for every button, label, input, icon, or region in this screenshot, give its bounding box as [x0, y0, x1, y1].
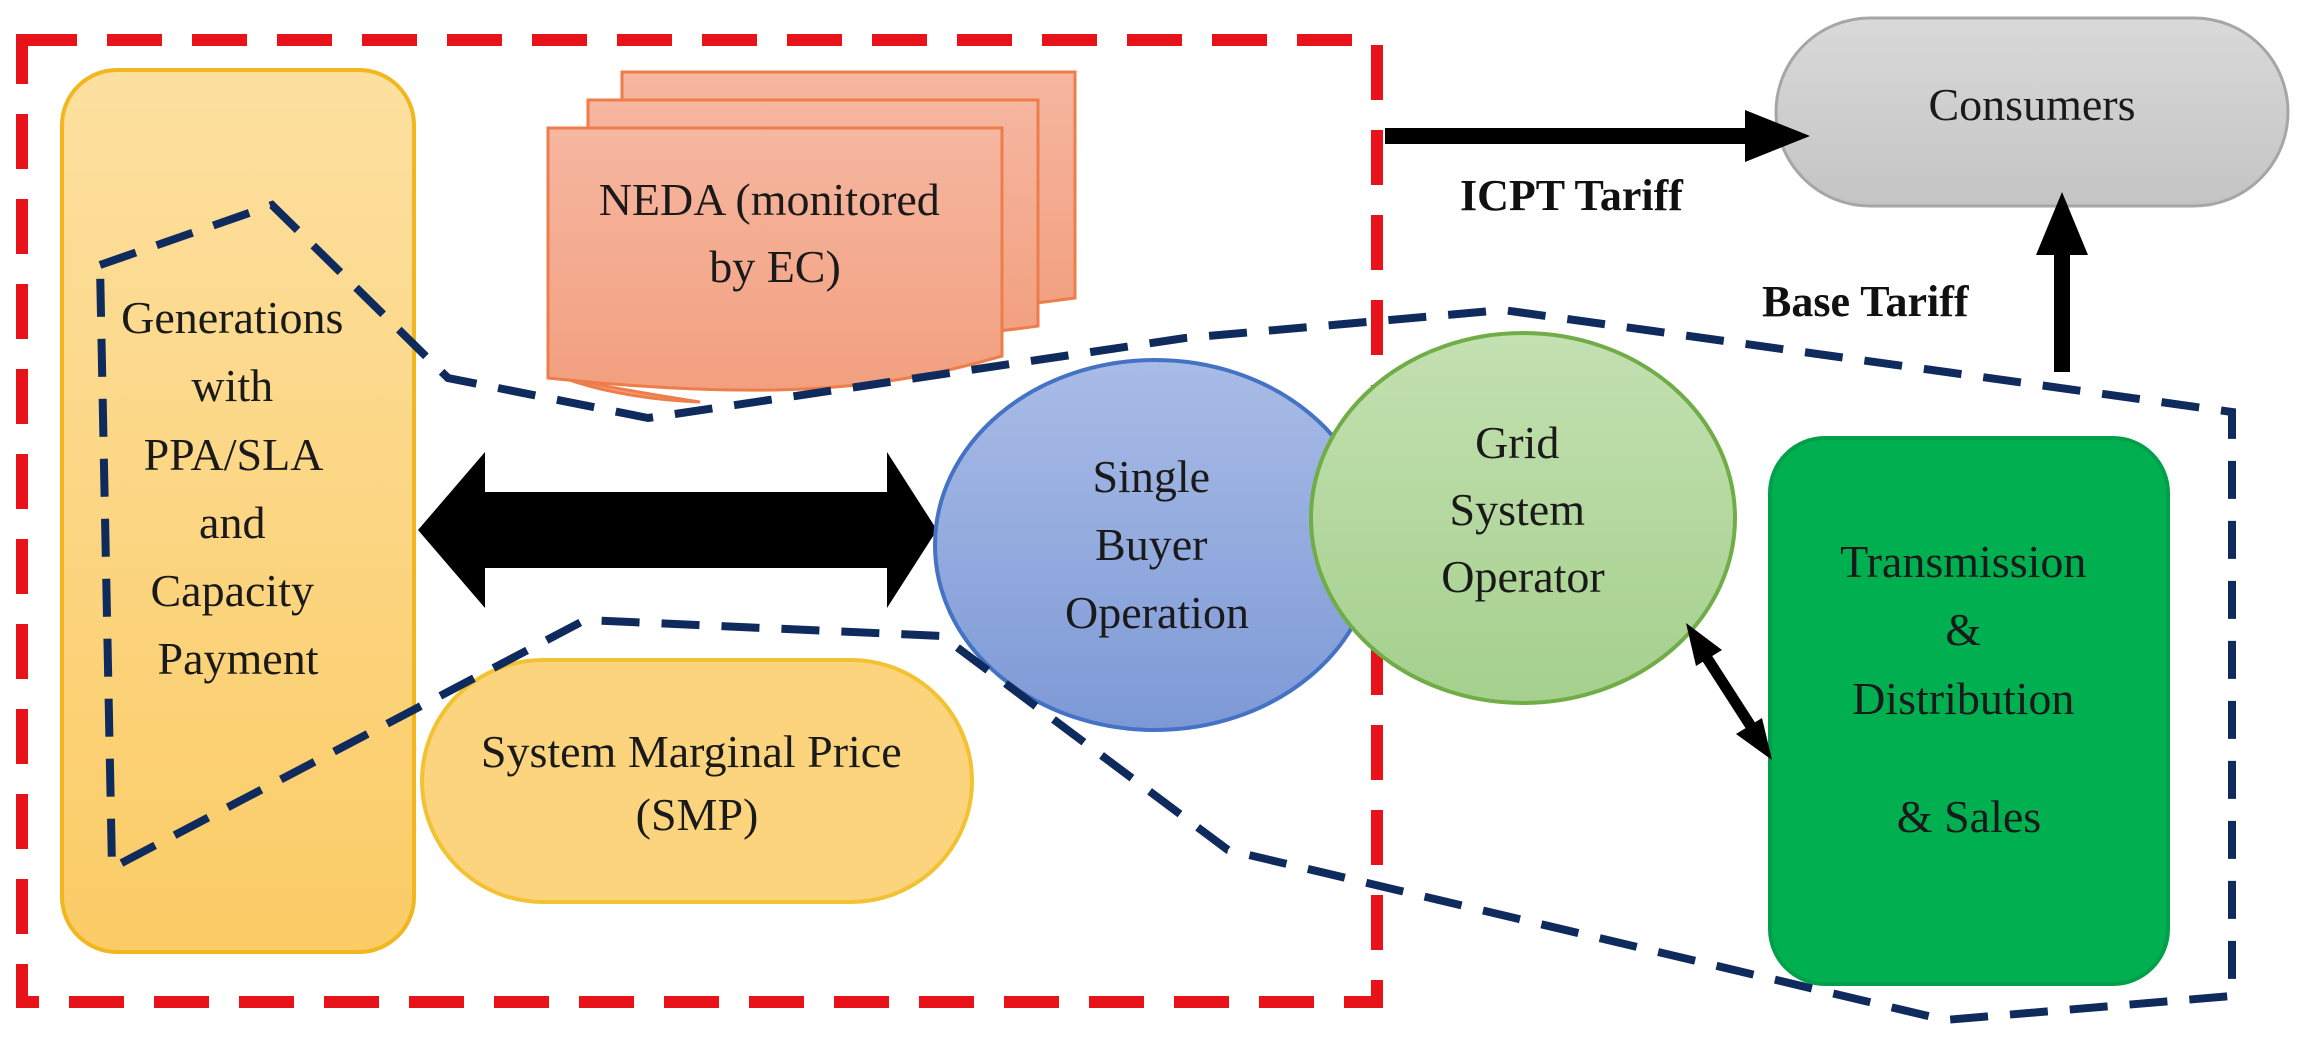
neda-line: by EC): [709, 241, 841, 292]
single-buyer-line: Single: [1092, 451, 1210, 502]
base-arrow-head: [2036, 192, 2088, 255]
generation-line: and: [199, 497, 265, 548]
generation-line: PPA/SLA: [144, 429, 324, 480]
smp-line: System Marginal Price: [481, 726, 902, 777]
icpt-arrow-head: [1745, 110, 1810, 162]
single-buyer-line: Buyer: [1095, 519, 1207, 570]
tnd-line: Transmission: [1840, 536, 2086, 587]
neda-label: NEDA (monitored by EC): [599, 174, 952, 292]
tnd-line: Distribution: [1852, 673, 2074, 724]
gso-tnd-arrow-line: [1700, 652, 1757, 731]
tnd-node: [1768, 436, 2170, 986]
grid-operator-line: Grid: [1475, 417, 1559, 468]
generation-node: [60, 68, 416, 954]
smp-label: System Marginal Price (SMP): [481, 726, 913, 840]
grid-operator-node: [1309, 331, 1737, 705]
generation-label: Generations with PPA/SLA and Capacity Pa…: [121, 292, 355, 684]
generation-line: Payment: [158, 633, 319, 684]
grid-operator-label: Grid System Operator: [1441, 417, 1604, 602]
neda-node: [546, 70, 1077, 404]
single-buyer-label: Single Buyer Operation: [1065, 451, 1249, 638]
tnd-line: &: [1945, 604, 1981, 655]
smp-line: (SMP): [636, 789, 759, 840]
base-tariff-label: Base Tariff: [1762, 277, 1970, 326]
generation-line: Capacity: [151, 565, 315, 616]
smp-node: [420, 658, 974, 904]
generation-line: with: [191, 360, 273, 411]
single-buyer-line: Operation: [1065, 587, 1249, 638]
grid-operator-line: Operator: [1441, 551, 1604, 602]
tnd-label: Transmission & Distribution & Sales: [1840, 536, 2098, 842]
double-arrow-generation-single-buyer: [418, 452, 937, 608]
gso-tnd-arrow-head-end: [1736, 718, 1772, 760]
tnd-line: & Sales: [1897, 791, 2041, 842]
gso-tnd-arrow-head-start: [1686, 623, 1722, 666]
consumers-label: Consumers: [1929, 79, 2136, 130]
consumers-node: [1774, 16, 2290, 208]
neda-line: NEDA (monitored: [599, 174, 940, 225]
icpt-tariff-label: ICPT Tariff: [1460, 171, 1684, 220]
generation-line: Generations: [121, 292, 343, 343]
pool-boundary: [95, 200, 2236, 1025]
grid-operator-line: System: [1450, 484, 1586, 535]
